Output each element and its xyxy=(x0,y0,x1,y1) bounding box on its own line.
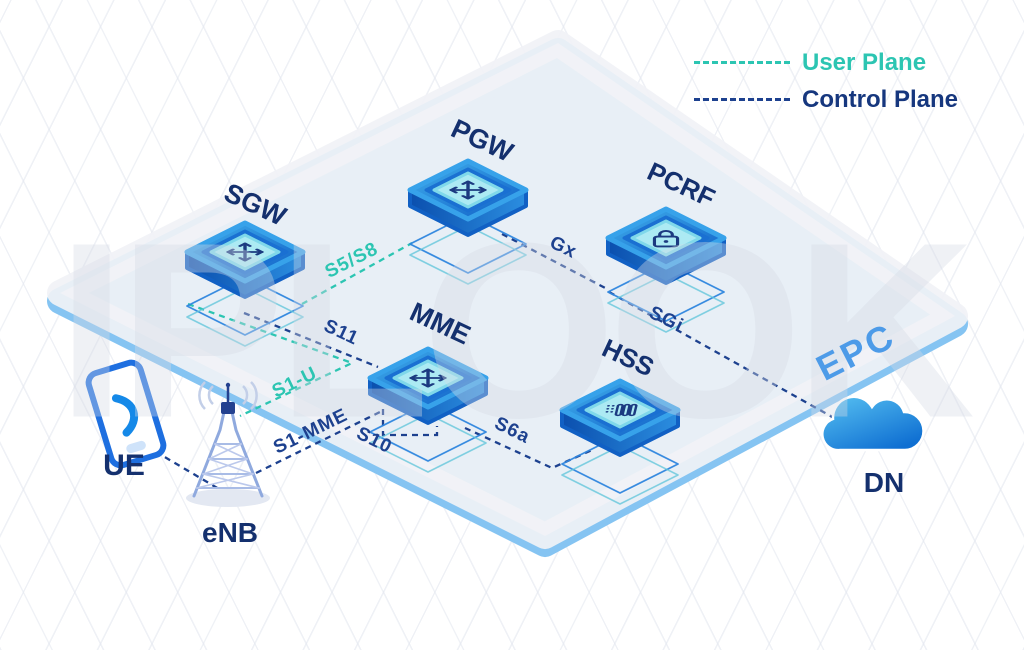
tower-icon xyxy=(192,410,264,498)
link-s10 xyxy=(381,409,439,437)
tower-head xyxy=(221,402,235,414)
dn-node xyxy=(821,395,925,452)
watermark: IPLOOK xyxy=(56,190,975,470)
user-plane-dash-swatch xyxy=(694,61,790,64)
epc-platform xyxy=(47,30,968,557)
link-s11 xyxy=(243,311,379,369)
link-gx xyxy=(501,232,610,292)
link-s1u xyxy=(187,302,355,418)
enb-node xyxy=(186,381,270,507)
legend: User Plane Control Plane xyxy=(694,44,958,118)
phone-body xyxy=(85,359,167,469)
phone-icon xyxy=(111,394,139,437)
signal-waves-icon xyxy=(198,381,258,410)
link-s1mme xyxy=(255,410,381,475)
legend-user-plane: User Plane xyxy=(694,44,958,81)
control-plane-dash-swatch xyxy=(694,98,790,101)
cloud-icon xyxy=(821,395,925,452)
platform-surface xyxy=(47,30,968,549)
user-plane-label: User Plane xyxy=(802,48,927,76)
link-s5s8 xyxy=(301,241,413,306)
tower-shadow xyxy=(186,489,270,507)
enb-label: eNB xyxy=(201,517,259,548)
ue-node xyxy=(85,359,167,469)
phone-home-button xyxy=(126,440,146,454)
control-plane-label: Control Plane xyxy=(802,85,959,113)
legend-control-plane: Control Plane xyxy=(694,81,958,118)
dn-label: DN xyxy=(863,467,905,498)
ue-label: UE xyxy=(103,449,145,482)
link-sgi xyxy=(608,290,853,430)
